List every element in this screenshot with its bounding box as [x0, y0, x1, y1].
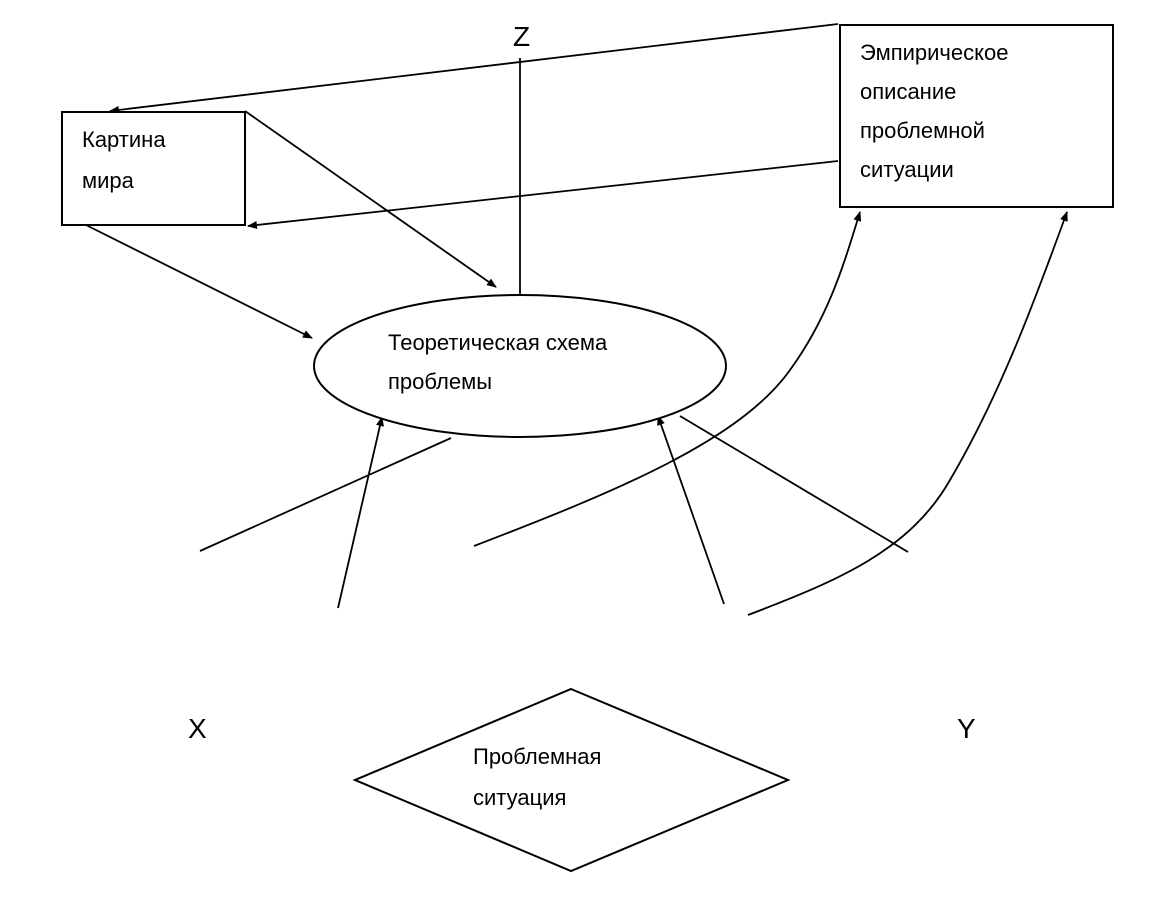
arrow-world-to-scheme-left: [85, 224, 313, 339]
arrow-to-scheme-left-bottom: [337, 416, 384, 609]
x-axis-line: [199, 437, 452, 552]
curve-to-empirical-left: [473, 211, 862, 547]
problem-situation-label: Проблемная ситуация: [473, 744, 608, 810]
arrow-world-to-scheme-top: [244, 110, 497, 288]
problem-situation-line-2: ситуация: [473, 785, 566, 810]
empirical-description-line-1: Эмпирическое: [860, 40, 1008, 65]
node-empirical-description: Эмпирическое описание проблемной ситуаци…: [839, 24, 1114, 208]
arrow-to-scheme-right-bottom: [657, 415, 725, 605]
theoretical-scheme-line-2: проблемы: [388, 369, 492, 394]
empirical-description-line-4: ситуации: [860, 157, 954, 182]
world-picture-box: [61, 111, 246, 226]
theoretical-scheme-line-1: Теоретическая схема: [388, 330, 608, 355]
problem-situation-line-1: Проблемная: [473, 744, 601, 769]
world-picture-label: Картина мира: [82, 127, 172, 193]
world-picture-line-1: Картина: [82, 127, 166, 152]
theoretical-scheme-label: Теоретическая схема проблемы: [388, 330, 613, 394]
empirical-description-box: [839, 24, 1114, 208]
arrow-empirical-to-world-bottom: [247, 160, 839, 229]
node-problem-situation: Проблемная ситуация: [352, 687, 791, 873]
empirical-description-line-2: описание: [860, 79, 956, 104]
x-axis-label: X: [188, 713, 207, 744]
z-axis-label: Z: [513, 21, 530, 52]
empirical-description-line-3: проблемной: [860, 118, 985, 143]
y-axis-line: [679, 415, 909, 553]
theoretical-scheme-ellipse: [313, 294, 727, 438]
world-picture-line-2: мира: [82, 168, 135, 193]
y-axis-label: Y: [957, 713, 976, 744]
node-theoretical-scheme: Теоретическая схема проблемы: [313, 294, 727, 438]
empirical-description-label: Эмпирическое описание проблемной ситуаци…: [860, 40, 1015, 182]
arrow-empirical-to-world-top: [109, 23, 839, 114]
curve-to-empirical-right: [747, 211, 1068, 616]
problem-situation-diamond: [352, 687, 791, 873]
node-world-picture: Картина мира: [61, 111, 246, 226]
